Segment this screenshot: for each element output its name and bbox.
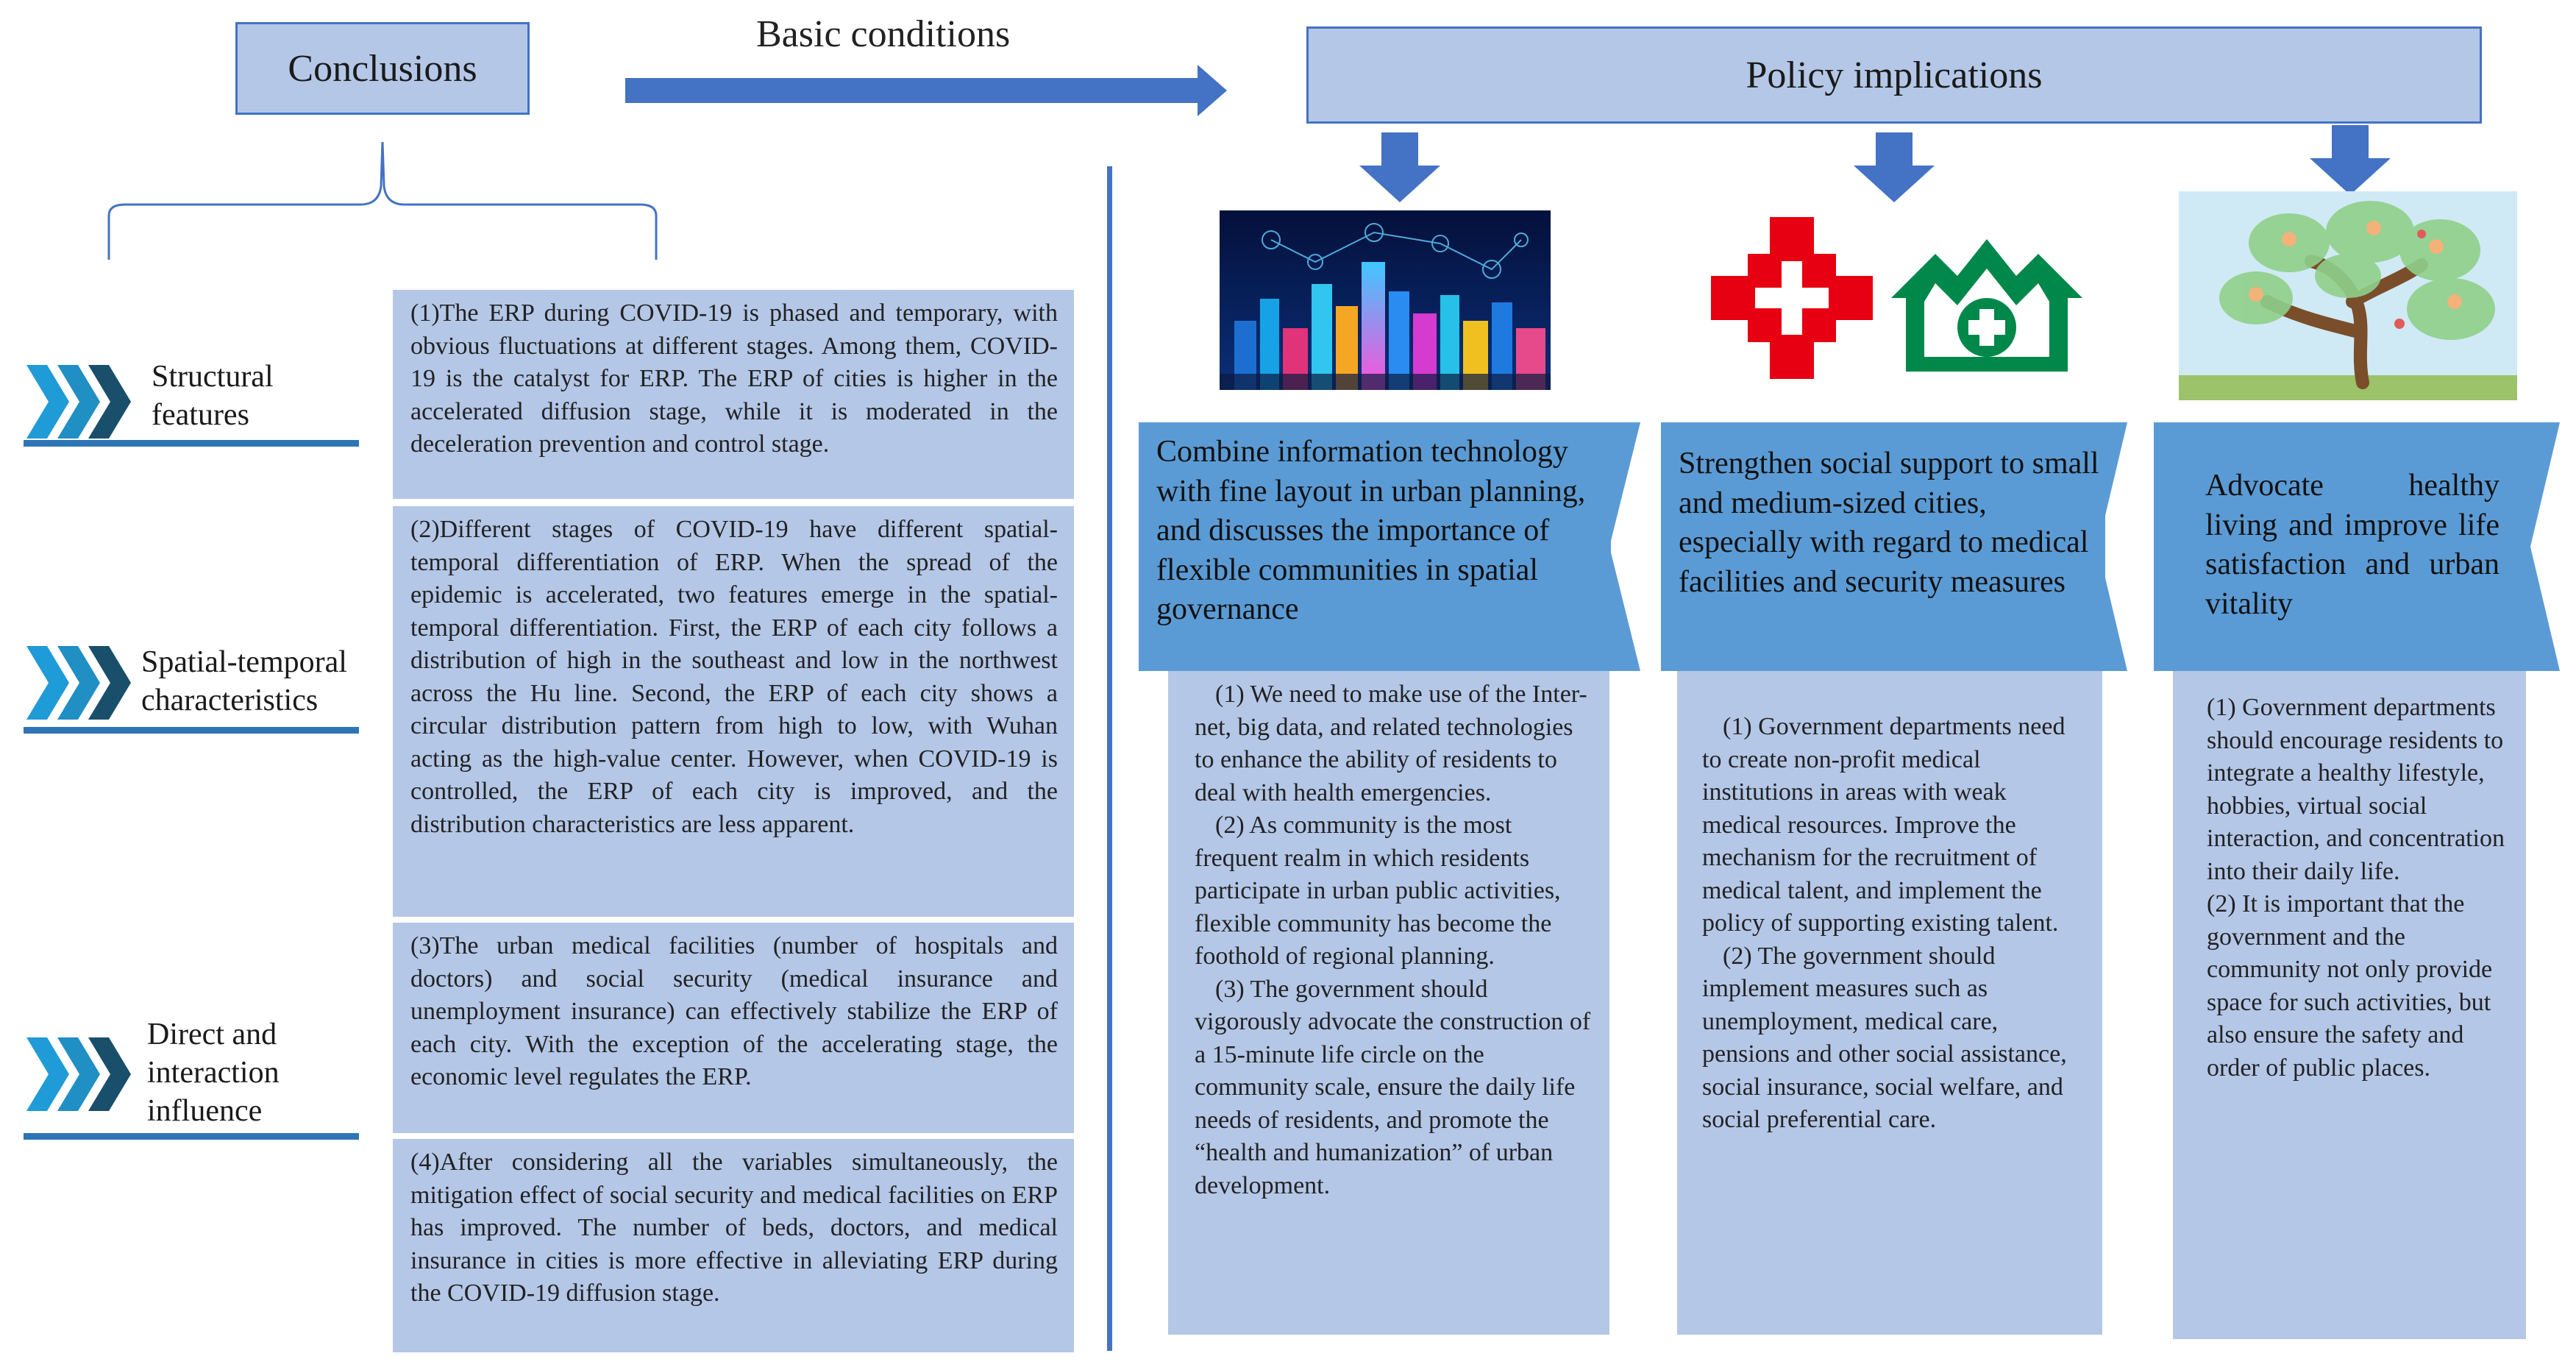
conclusions-header: Conclusions [235,22,530,115]
policy-1-item-1: (1) We need to make use of the Inter-net… [1195,681,1587,806]
policy-implications-header: Policy implications [1306,26,2482,124]
conclusion-box-2: (2)Different stages of COVID-19 have dif… [393,506,1074,917]
category-underline [24,727,359,734]
conclusion-box-4: (4)After considering all the variables s… [393,1139,1074,1352]
policy-body-1: (1) We need to make use of the Inter-net… [1168,671,1609,1335]
policy-heading-2: Strengthen social support to small and m… [1679,444,2105,602]
conclusion-text-1: (1)The ERP during COVID-19 is phased and… [410,299,1058,458]
category-label-direct-interaction: Direct and interaction influence [147,1018,280,1128]
right-arrow-icon [625,65,1227,116]
policy-implications-header-label: Policy implications [1746,54,2043,96]
conclusion-box-3: (3)The urban medical facilities (number … [393,923,1074,1133]
conclusion-text-4: (4)After considering all the variables s… [410,1149,1058,1307]
down-arrow-icon [2310,125,2391,195]
policy-2-item-2: (2) The government should implement meas… [1702,942,2067,1134]
category-label-structural: Structural features [152,360,274,432]
smart-city-image [1220,210,1551,390]
vertical-divider [1107,166,1112,1351]
policy-1-item-3: (3) The government should vigorously adv… [1195,975,1591,1199]
chevron-icon [26,1037,131,1111]
medical-cross-icons [1711,217,2082,379]
conclusions-header-label: Conclusions [288,47,477,90]
policy-3-item-1: (1) Government departments should encour… [2207,694,2505,885]
policy-2-item-1: (1) Government departments need to creat… [1702,713,2066,937]
chevron-icon [26,365,131,439]
policy-body-3: (1) Government departments should encour… [2173,671,2526,1339]
conclusion-box-1: (1)The ERP during COVID-19 is phased and… [393,290,1074,499]
category-underline [24,1133,359,1140]
policy-body-2: (1) Government departments need to creat… [1677,671,2102,1335]
policy-3-item-2: (2) It is important that the government … [2207,890,2493,1082]
down-arrow-icon [1854,132,1935,202]
policy-heading-3: Advocate healthy living and improve life… [2205,466,2499,624]
basic-conditions-label: Basic conditions [756,13,1011,55]
chevron-icon [26,646,131,720]
policy-1-item-2: (2) As community is the most frequent re… [1195,812,1561,970]
policy-heading-1: Combine information technology with fine… [1156,433,1611,630]
conclusion-text-3: (3)The urban medical facilities (number … [410,932,1058,1090]
category-label-spatial-temporal: Spatial-temporal characteristics [141,645,347,717]
down-arrow-icon [1359,132,1440,202]
healthy-life-tree-image [2179,191,2517,400]
category-underline [24,440,359,447]
conclusion-text-2: (2)Different stages of COVID-19 have dif… [410,516,1058,838]
curly-brace-icon [107,141,658,260]
